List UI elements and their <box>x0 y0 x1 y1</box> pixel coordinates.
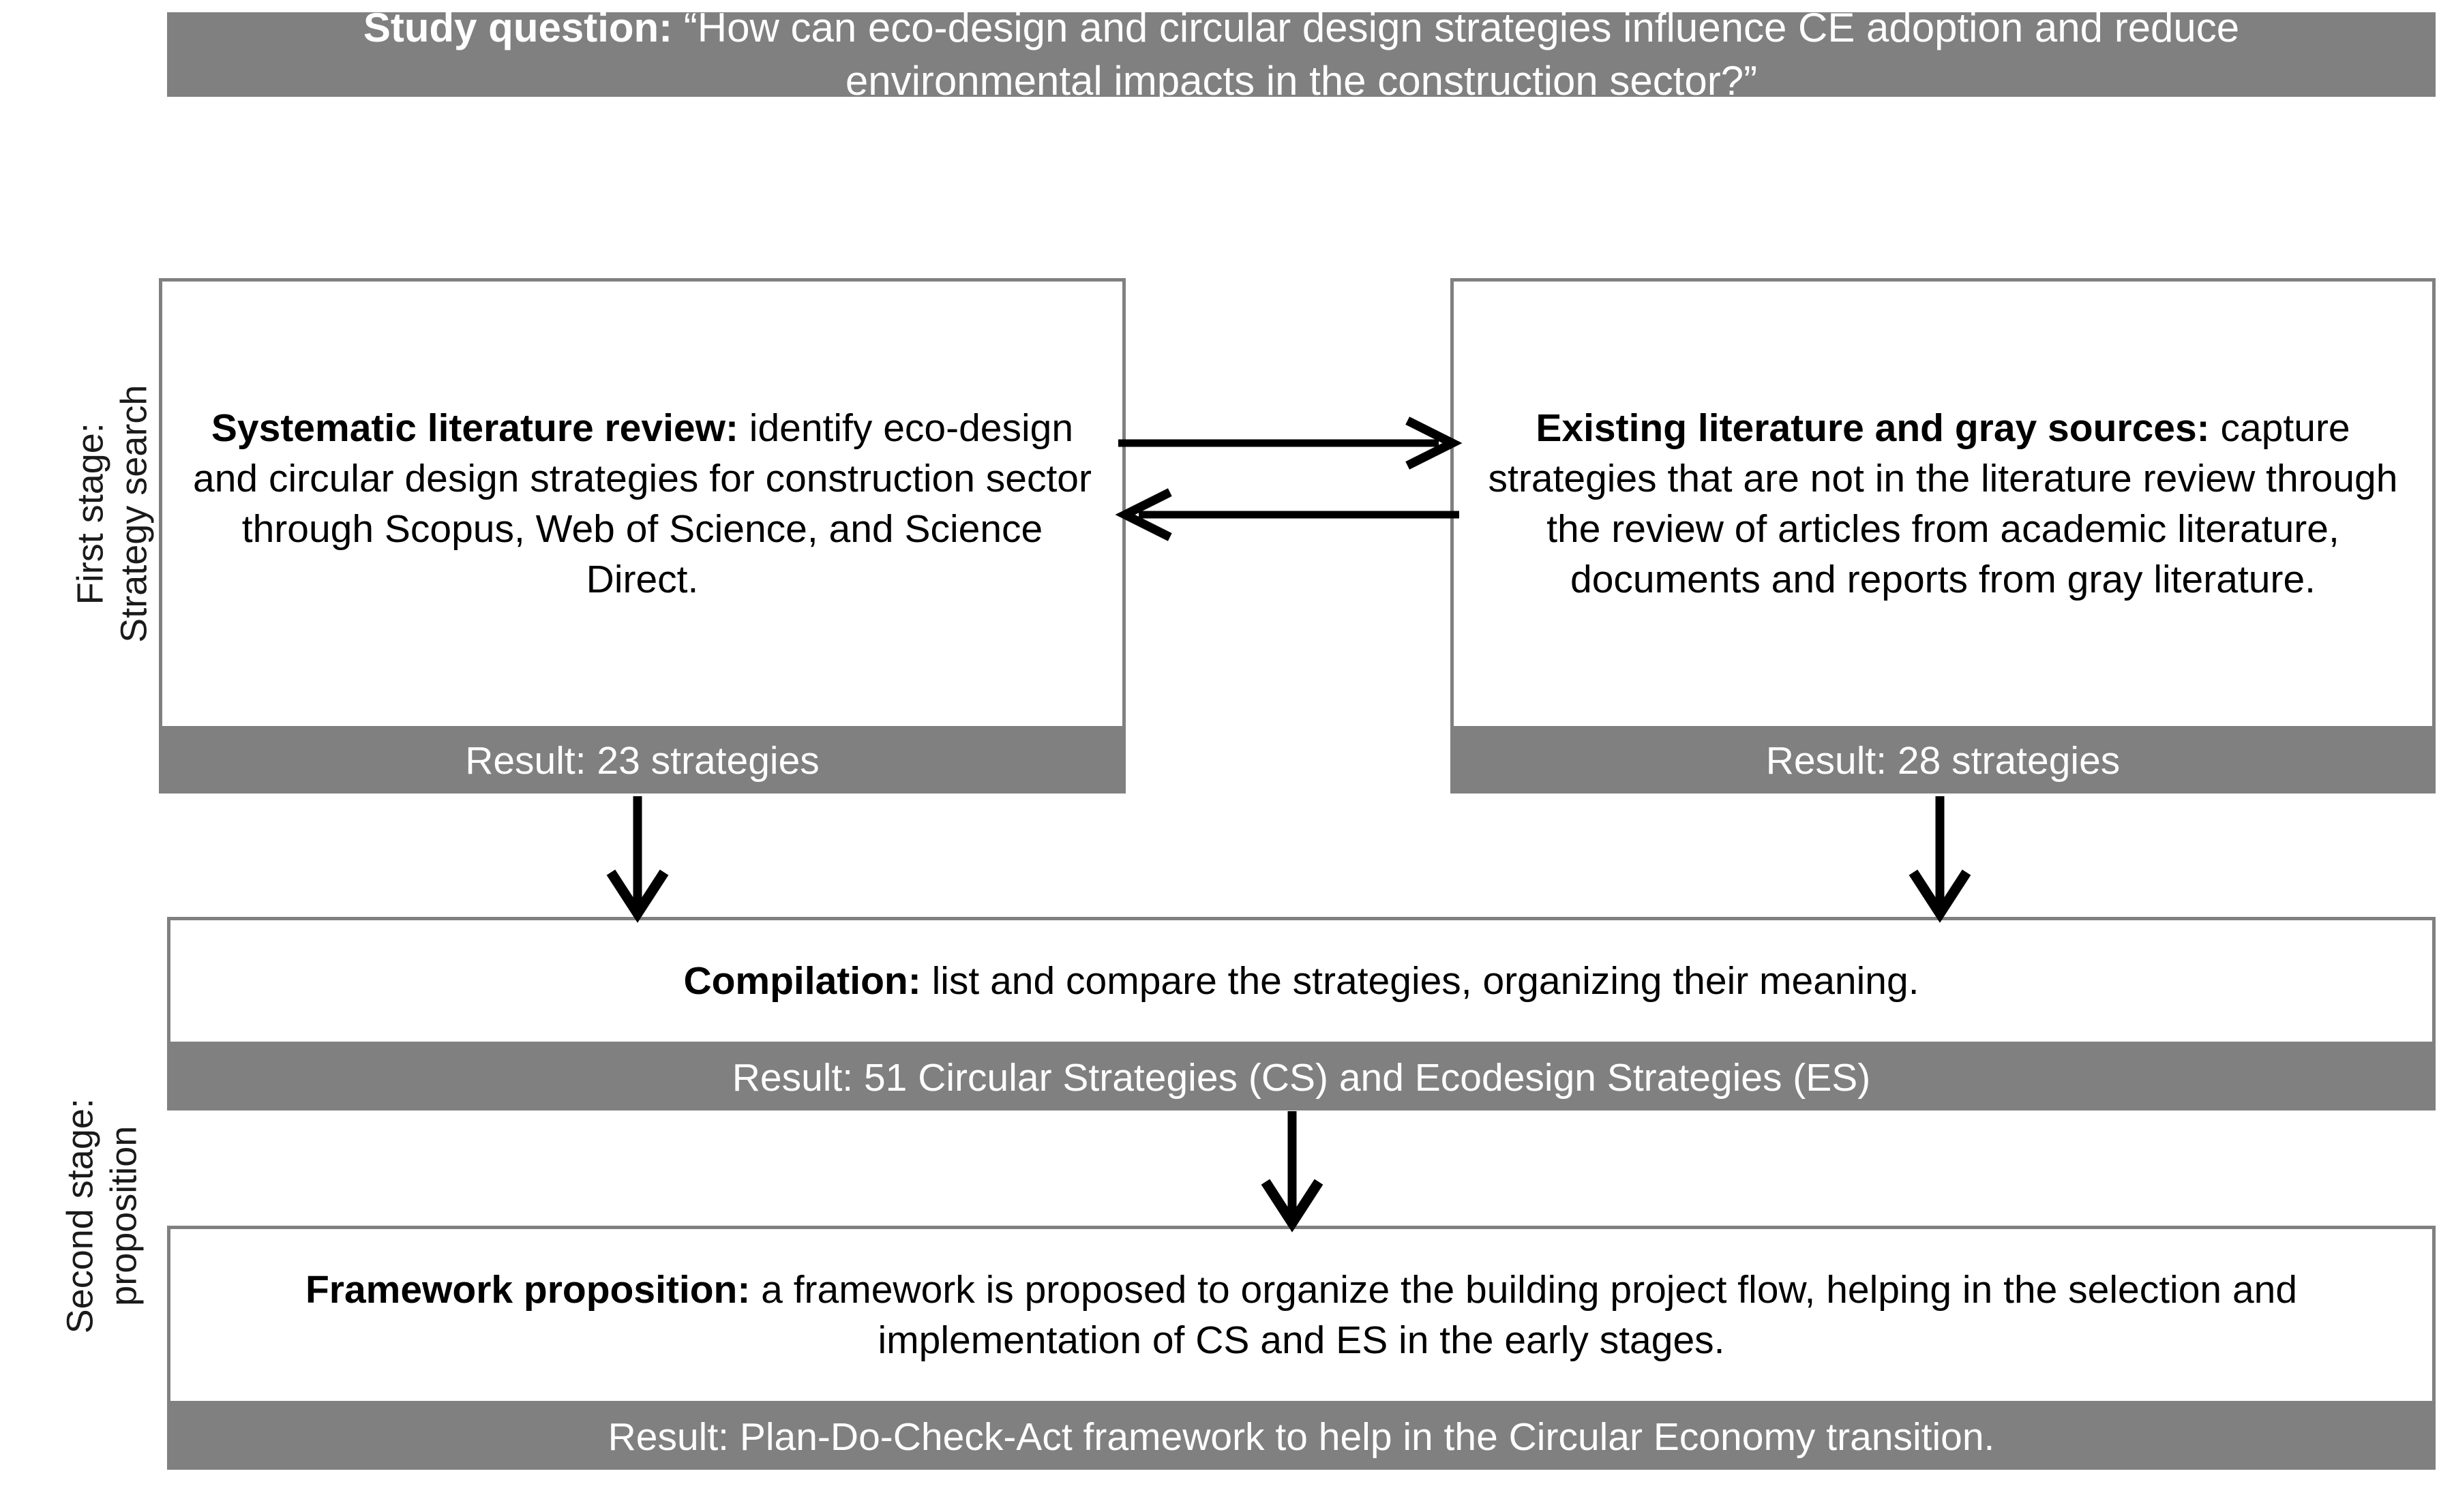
arrow-down-icon <box>606 796 669 923</box>
existing-literature-gray-sources-box: Existing literature and gray sources: ca… <box>1450 278 2436 729</box>
compilation-result-text: Result: 51 Circular Strategies (CS) and … <box>732 1055 1871 1100</box>
compilation-body: list and compare the strategies, organiz… <box>921 958 1919 1003</box>
systematic-literature-review-text: Systematic literature review: identify e… <box>162 403 1122 605</box>
existing-literature-gray-sources-result-text: Result: 28 strategies <box>1765 738 2121 783</box>
compilation-text: Compilation: list and compare the strate… <box>664 956 1938 1006</box>
study-question-text: Study question: “How can eco-design and … <box>228 1 2374 108</box>
stage-label-first-line2: Strategy search <box>113 384 154 643</box>
framework-proposition-body: a framework is proposed to organize the … <box>750 1267 2298 1362</box>
stage-label-first-line1: First stage: <box>70 423 111 605</box>
existing-literature-gray-sources-result: Result: 28 strategies <box>1450 728 2436 793</box>
arrow-down-icon <box>1261 1111 1323 1233</box>
systematic-literature-review-result: Result: 23 strategies <box>159 728 1126 793</box>
study-question-body: “How can eco-design and circular design … <box>672 5 2240 104</box>
compilation-box: Compilation: list and compare the strate… <box>167 917 2436 1045</box>
systematic-literature-review-result-text: Result: 23 strategies <box>465 738 820 783</box>
framework-proposition-result: Result: Plan-Do-Check-Act framework to h… <box>167 1404 2436 1470</box>
framework-proposition-box: Framework proposition: a framework is pr… <box>167 1226 2436 1404</box>
study-question-label: Study question: <box>363 5 673 50</box>
stage-label-second: Second stage: proposition <box>59 998 145 1434</box>
systematic-literature-review-body: identify eco-design and circular design … <box>193 406 1092 602</box>
study-question-banner: Study question: “How can eco-design and … <box>167 5 2436 104</box>
existing-literature-gray-sources-text: Existing literature and gray sources: ca… <box>1454 403 2432 605</box>
framework-proposition-label: Framework proposition: <box>305 1267 751 1312</box>
stage-label-first: First stage: Strategy search <box>69 296 155 732</box>
framework-proposition-result-text: Result: Plan-Do-Check-Act framework to h… <box>608 1415 1995 1459</box>
systematic-literature-review-label: Systematic literature review: <box>211 406 738 450</box>
compilation-label: Compilation: <box>683 958 921 1003</box>
stage-label-second-line1: Second stage: <box>59 1098 101 1334</box>
arrow-left-icon <box>1115 488 1459 541</box>
compilation-result: Result: 51 Circular Strategies (CS) and … <box>167 1045 2436 1110</box>
arrow-right-icon <box>1118 417 1463 470</box>
existing-literature-gray-sources-label: Existing literature and gray sources: <box>1536 406 2210 450</box>
stage-label-second-line2: proposition <box>103 1125 144 1306</box>
existing-literature-gray-sources-body: capture strategies that are not in the l… <box>1488 406 2398 602</box>
framework-proposition-text: Framework proposition: a framework is pr… <box>170 1265 2432 1365</box>
systematic-literature-review-box: Systematic literature review: identify e… <box>159 278 1126 729</box>
arrow-down-icon <box>1909 796 1971 923</box>
